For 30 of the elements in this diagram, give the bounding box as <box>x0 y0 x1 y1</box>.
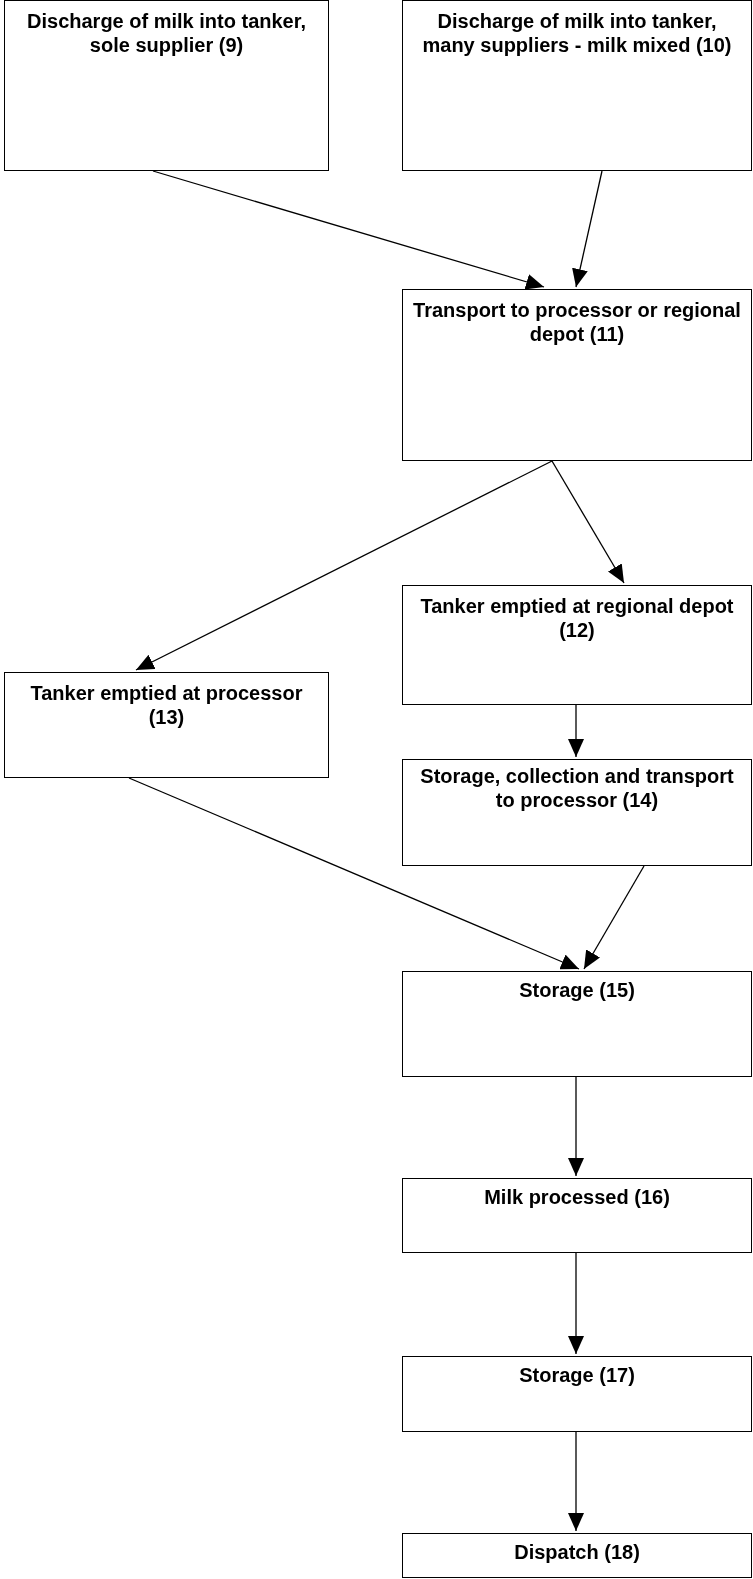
box-label: Tanker emptied at regional depot (12) <box>419 594 735 642</box>
arrow <box>568 1252 584 1355</box>
box-label: Storage, collection and transport to processor (14) <box>419 764 735 812</box>
process-box <box>402 289 752 461</box>
box-label: Dispatch (18) <box>513 1540 641 1564</box>
arrow <box>551 460 625 584</box>
arrow <box>128 777 580 970</box>
arrow <box>572 170 603 288</box>
process-box <box>402 971 752 1077</box>
arrow <box>568 1431 584 1532</box>
process-box <box>402 585 752 705</box>
process-box <box>402 0 752 171</box>
box-label: Transport to processor or regional depot (11) <box>412 298 742 346</box>
arrow <box>568 1076 584 1177</box>
arrow <box>152 170 545 290</box>
arrow <box>568 704 584 758</box>
process-box <box>402 759 752 866</box>
process-box <box>402 1178 752 1253</box>
arrow <box>583 865 645 970</box>
box-label: Discharge of milk into tanker, sole supplier (9) <box>26 9 307 57</box>
process-box <box>4 672 329 778</box>
arrow <box>135 460 553 671</box>
box-label: Storage (17) <box>518 1363 636 1387</box>
box-label: Storage (15) <box>518 978 636 1002</box>
box-label: Tanker emptied at processor (13) <box>29 681 304 729</box>
process-box <box>402 1356 752 1432</box>
box-label: Discharge of milk into tanker, many suppliers - milk mixed (10) <box>421 9 733 57</box>
process-box <box>402 1533 752 1578</box>
process-box <box>4 0 329 171</box>
box-label: Milk processed (16) <box>483 1185 671 1209</box>
